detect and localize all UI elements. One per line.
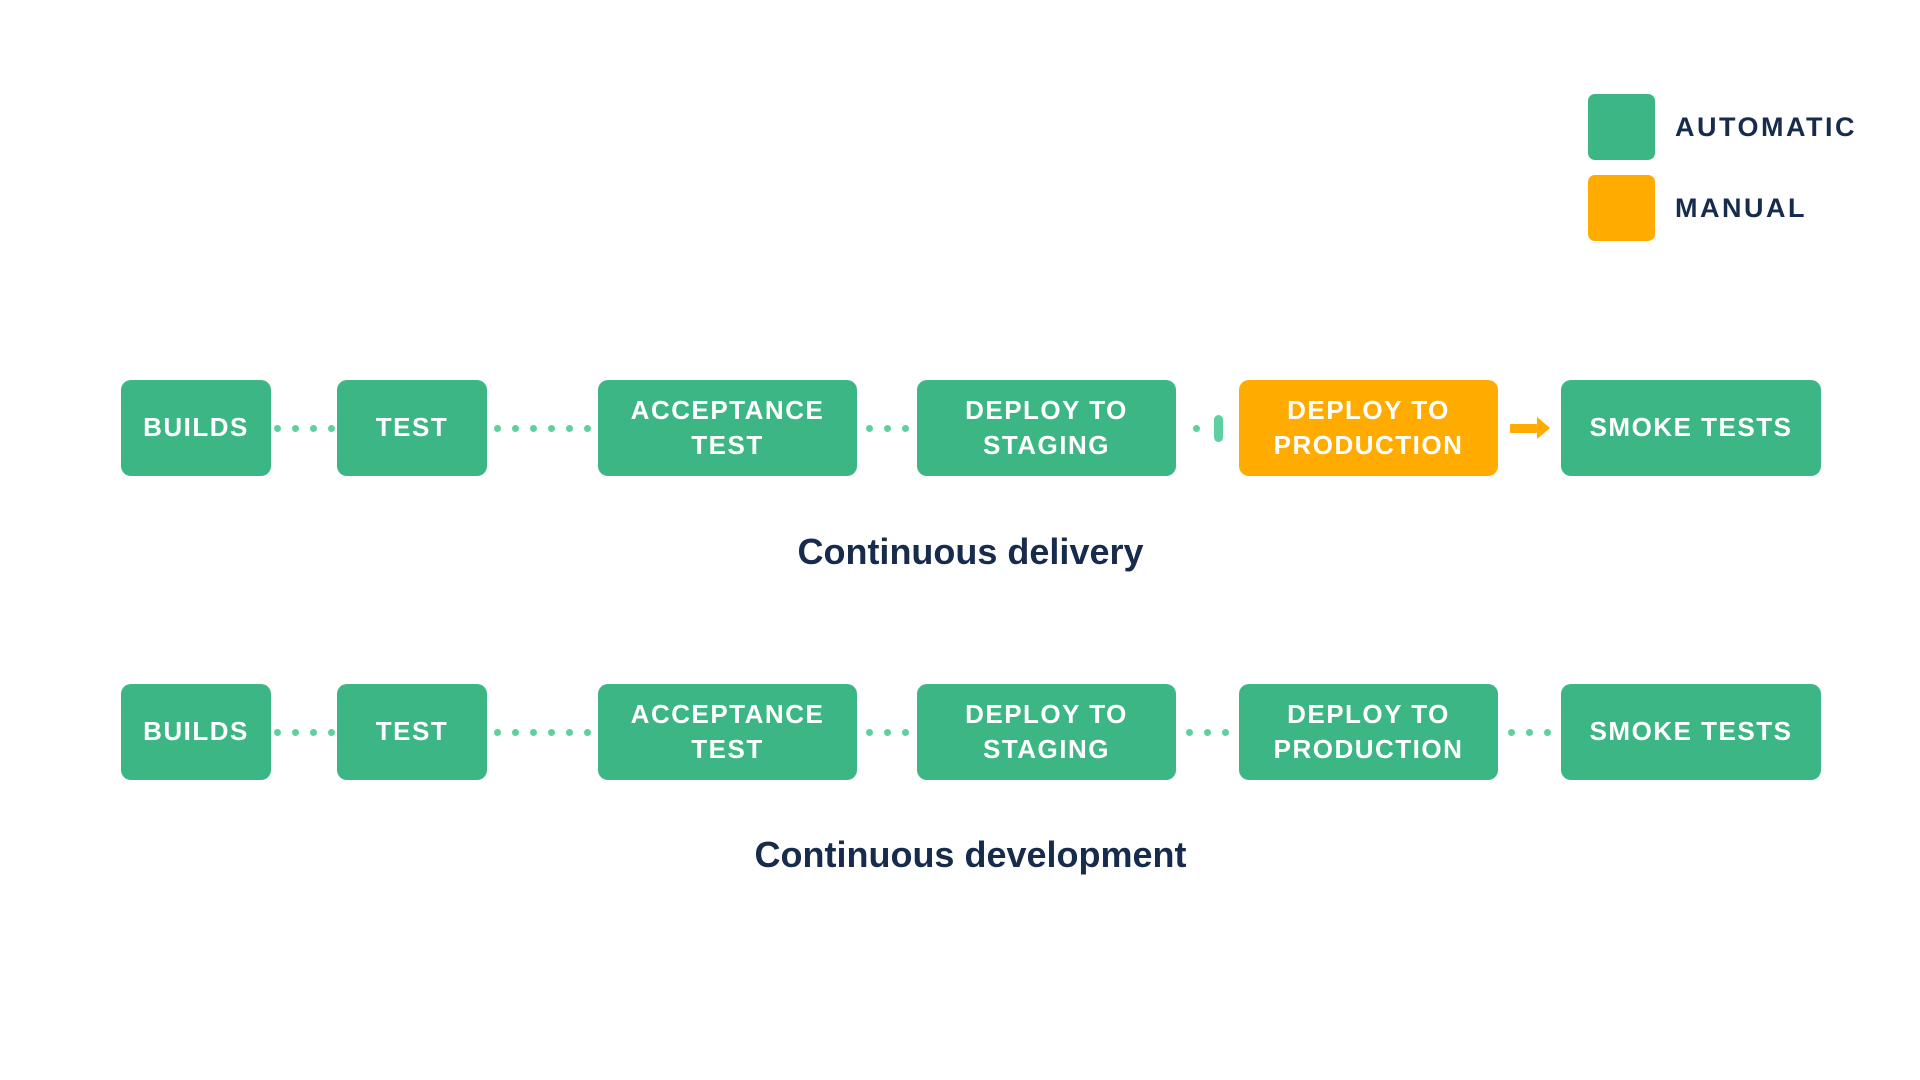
automatic-color-swatch-icon [1588, 94, 1655, 160]
connector-dot-icon [584, 424, 591, 432]
dotted-connector [857, 684, 917, 780]
dotted-connector [1176, 684, 1239, 780]
dev-step-deploy-to-staging: DEPLOY TO STAGING [917, 684, 1176, 780]
dotted-connector [271, 380, 337, 476]
legend-label-manual: MANUAL [1675, 192, 1807, 223]
manual-arrow-connector [1498, 380, 1561, 476]
connector-dot-icon [512, 424, 519, 432]
connector-dot-icon [883, 728, 891, 736]
dev-step-acceptance-test: ACCEPTANCE TEST [598, 684, 857, 780]
pause-bar-icon [1213, 414, 1223, 442]
legend-item-automatic: AUTOMATIC [1588, 94, 1857, 160]
cd-step-acceptance-test: ACCEPTANCE TEST [598, 380, 857, 476]
connector-dot-icon [494, 728, 501, 736]
dotted-connector [487, 380, 598, 476]
caption-continuous-delivery: Continuous delivery [797, 531, 1144, 572]
legend-item-manual: MANUAL [1588, 175, 1857, 241]
connector-dot-icon [584, 728, 591, 736]
connector-dot-icon [327, 728, 335, 736]
connector-dot-icon [1186, 728, 1193, 736]
connector-dot-icon [883, 424, 891, 432]
connector-dot-icon [865, 424, 873, 432]
connector-dot-icon [1544, 728, 1551, 736]
connector-dot-icon [291, 424, 299, 432]
legend: AUTOMATIC MANUAL [1588, 94, 1857, 241]
connector-dot-icon [530, 728, 537, 736]
connector-dot-icon [309, 424, 317, 432]
dotted-connector [487, 684, 598, 780]
dev-step-test: TEST [337, 684, 487, 780]
connector-dot-icon [566, 424, 573, 432]
connector-dot-icon [865, 728, 873, 736]
connector-dot-icon [548, 728, 555, 736]
connector-dot-icon [1192, 424, 1200, 432]
dev-step-smoke-tests: SMOKE TESTS [1561, 684, 1821, 780]
pause-connector [1176, 380, 1239, 476]
arrow-right-icon [1509, 417, 1550, 439]
connector-dot-icon [901, 424, 909, 432]
connector-dot-icon [566, 728, 573, 736]
manual-color-swatch-icon [1588, 175, 1655, 241]
dotted-connector [271, 684, 337, 780]
dev-step-deploy-to-production: DEPLOY TO PRODUCTION [1239, 684, 1498, 780]
connector-dot-icon [494, 424, 501, 432]
connector-dot-icon [291, 728, 299, 736]
connector-dot-icon [1222, 728, 1229, 736]
caption-continuous-development: Continuous development [754, 834, 1187, 875]
legend-label-automatic: AUTOMATIC [1675, 111, 1857, 142]
cd-step-deploy-to-production: DEPLOY TO PRODUCTION [1239, 380, 1498, 476]
connector-dot-icon [1204, 728, 1211, 736]
connector-dot-icon [273, 728, 281, 736]
connector-dot-icon [512, 728, 519, 736]
dotted-connector [1498, 684, 1561, 780]
connector-dot-icon [548, 424, 555, 432]
connector-dot-icon [309, 728, 317, 736]
connector-dot-icon [901, 728, 909, 736]
connector-dot-icon [1526, 728, 1533, 736]
connector-dot-icon [327, 424, 335, 432]
cd-step-smoke-tests: SMOKE TESTS [1561, 380, 1821, 476]
connector-dot-icon [1508, 728, 1515, 736]
cd-step-deploy-to-staging: DEPLOY TO STAGING [917, 380, 1176, 476]
connector-dot-icon [273, 424, 281, 432]
dev-step-builds: BUILDS [121, 684, 271, 780]
pipeline-continuous-delivery: BUILDS TEST ACCEPTANCE TEST DEPLOY TO ST… [121, 380, 1821, 476]
pipeline-continuous-development: BUILDS TEST ACCEPTANCE TEST DEPLOY TO ST… [121, 684, 1821, 780]
dotted-connector [857, 380, 917, 476]
connector-dot-icon [530, 424, 537, 432]
cd-step-test: TEST [337, 380, 487, 476]
cd-step-builds: BUILDS [121, 380, 271, 476]
